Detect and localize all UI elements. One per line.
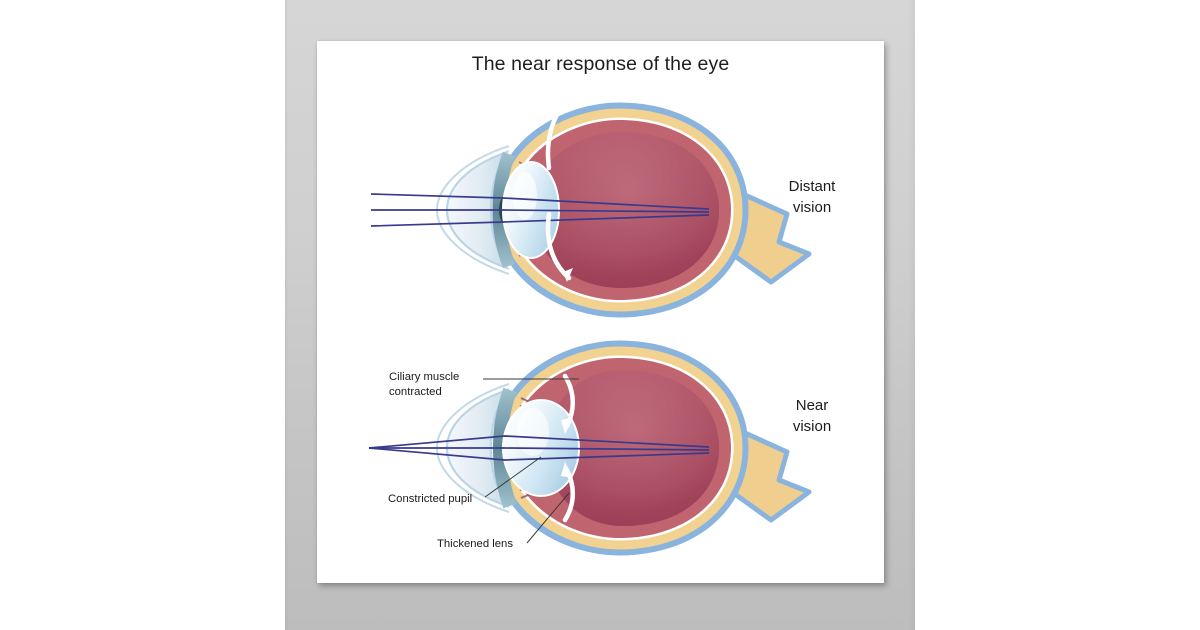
backdrop-left-edge — [285, 0, 288, 630]
callout-ciliary-line1: Ciliary muscle — [389, 371, 460, 383]
eye-diagram-distant-vision — [370, 96, 812, 318]
poster-content: The near response of the eye — [317, 41, 884, 583]
poster-sheet: The near response of the eye — [317, 41, 884, 583]
ciliary-arrow-bottom-distant — [545, 211, 573, 282]
callout-ciliary-line2: contracted — [389, 385, 442, 398]
light-rays-distant[interactable] — [370, 193, 710, 227]
choroid-distant — [499, 108, 743, 312]
side-label-distant-vision: Distant vision — [757, 177, 867, 218]
side-label-distant-line1: Distant — [788, 178, 836, 195]
vitreous-body-near — [547, 370, 719, 526]
vitreous-body-distant — [532, 132, 719, 288]
side-label-distant-line2: vision — [792, 198, 832, 216]
eye-diagram-near-vision — [369, 340, 812, 556]
callout-constricted-pupil: Constricted pupil — [388, 492, 472, 507]
ciliary-arrow-top-distant — [545, 96, 572, 171]
callout-ciliary-muscle: Ciliary muscle contracted — [389, 370, 459, 400]
side-label-near-line1: Near — [795, 397, 829, 414]
ciliary-arrow-top-near — [561, 373, 575, 434]
page-title: The near response of the eye — [471, 53, 730, 75]
choroid-near — [499, 346, 743, 550]
callout-thickened-lens: Thickened lens — [437, 537, 513, 552]
side-label-near-vision: Near vision — [757, 396, 867, 437]
side-label-near-line2: vision — [792, 417, 832, 435]
callout-pupil-line1: Constricted pupil — [388, 493, 473, 505]
callout-lens-line1: Thickened lens — [437, 538, 513, 550]
backdrop-right-edge — [908, 0, 915, 630]
